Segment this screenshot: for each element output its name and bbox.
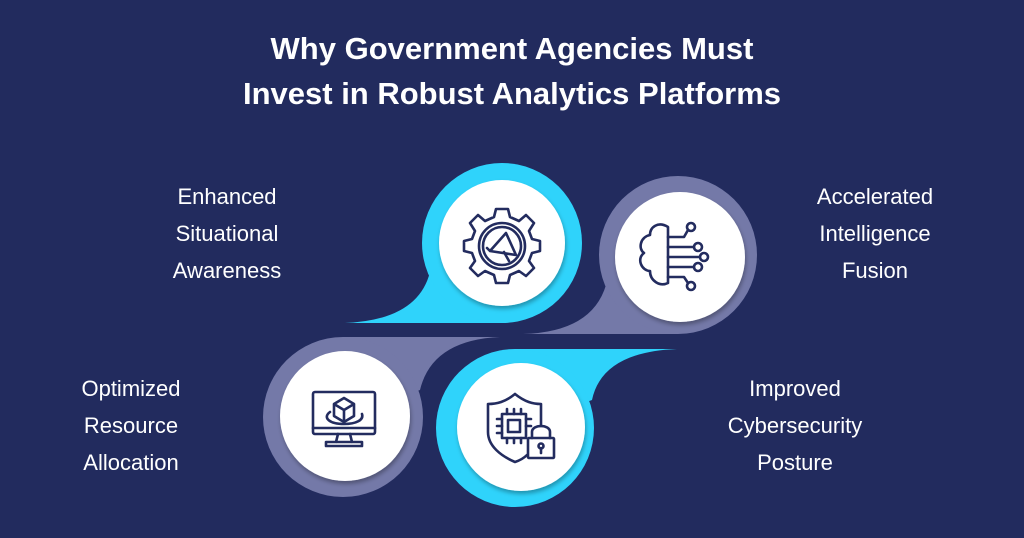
- label-line: Awareness: [172, 258, 282, 283]
- label-line: Cybersecurity: [727, 413, 863, 438]
- monitor-cube-icon: [311, 390, 377, 448]
- label-line: Situational: [175, 221, 279, 246]
- title-line-1: Why Government Agencies Must: [270, 31, 754, 66]
- label-line: Resource: [83, 413, 179, 438]
- gear-drop-shape: [345, 163, 582, 323]
- label-intelligence-fusion: Accelerated Intelligence Fusion: [755, 178, 995, 289]
- label-cybersecurity-posture: Improved Cybersecurity Posture: [675, 370, 915, 481]
- label-line: Optimized: [81, 376, 181, 401]
- label-situational-awareness: Enhanced Situational Awareness: [107, 178, 347, 289]
- label-line: Allocation: [83, 450, 179, 475]
- gear-megaphone-icon: [462, 207, 542, 285]
- label-line: Enhanced: [177, 184, 277, 209]
- brain-circuit-icon: [638, 221, 710, 292]
- label-line: Posture: [757, 450, 833, 475]
- label-line: Accelerated: [816, 184, 934, 209]
- label-resource-allocation: Optimized Resource Allocation: [11, 370, 251, 481]
- label-line: Fusion: [841, 258, 909, 283]
- shield-drop-shape: [436, 349, 677, 507]
- label-line: Intelligence: [819, 221, 931, 246]
- title-line-2: Invest in Robust Analytics Platforms: [242, 76, 782, 111]
- shield-chip-lock-icon: [486, 392, 556, 464]
- label-line: Improved: [749, 376, 841, 401]
- page-title: Why Government Agencies Must Invest in R…: [0, 26, 1024, 116]
